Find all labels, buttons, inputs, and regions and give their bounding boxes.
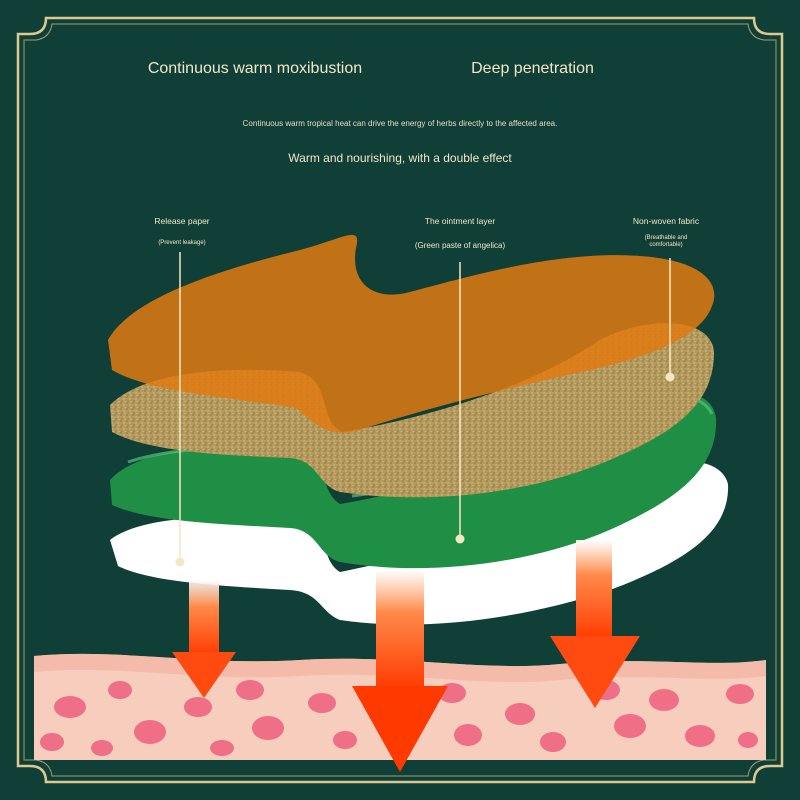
leader-dot-fabric — [665, 372, 675, 382]
left-title: Continuous warm moxibustion — [147, 60, 363, 77]
label-release-paper: Release paper — [154, 216, 210, 226]
skin-cells — [40, 680, 758, 756]
note-ointment-layer: (Green paste of angelica) — [414, 241, 506, 250]
decorative-frame-inner — [23, 23, 777, 777]
note-release-paper: (Prevent leakage) — [158, 240, 206, 246]
tagline: Warm and nourishing, with a double effec… — [288, 151, 512, 165]
heat-arrow-right — [550, 540, 640, 708]
heat-arrow-left — [172, 580, 236, 698]
decorative-frame — [16, 16, 784, 784]
orange-patch-layer — [108, 234, 715, 433]
heat-arrow-center — [352, 570, 448, 772]
leader-dot-ointment — [455, 534, 465, 544]
leader-dot-release-paper — [175, 557, 185, 567]
right-title: Deep penetration — [471, 60, 594, 77]
label-non-woven-fabric: Non-woven fabric — [632, 216, 700, 226]
subtitle: Continuous warm tropical heat can drive … — [242, 119, 558, 128]
note-non-woven-fabric: (Breathable and comfortable) — [644, 235, 688, 249]
leader-lines — [179, 252, 671, 560]
label-ointment-layer: The ointment layer — [424, 216, 496, 226]
